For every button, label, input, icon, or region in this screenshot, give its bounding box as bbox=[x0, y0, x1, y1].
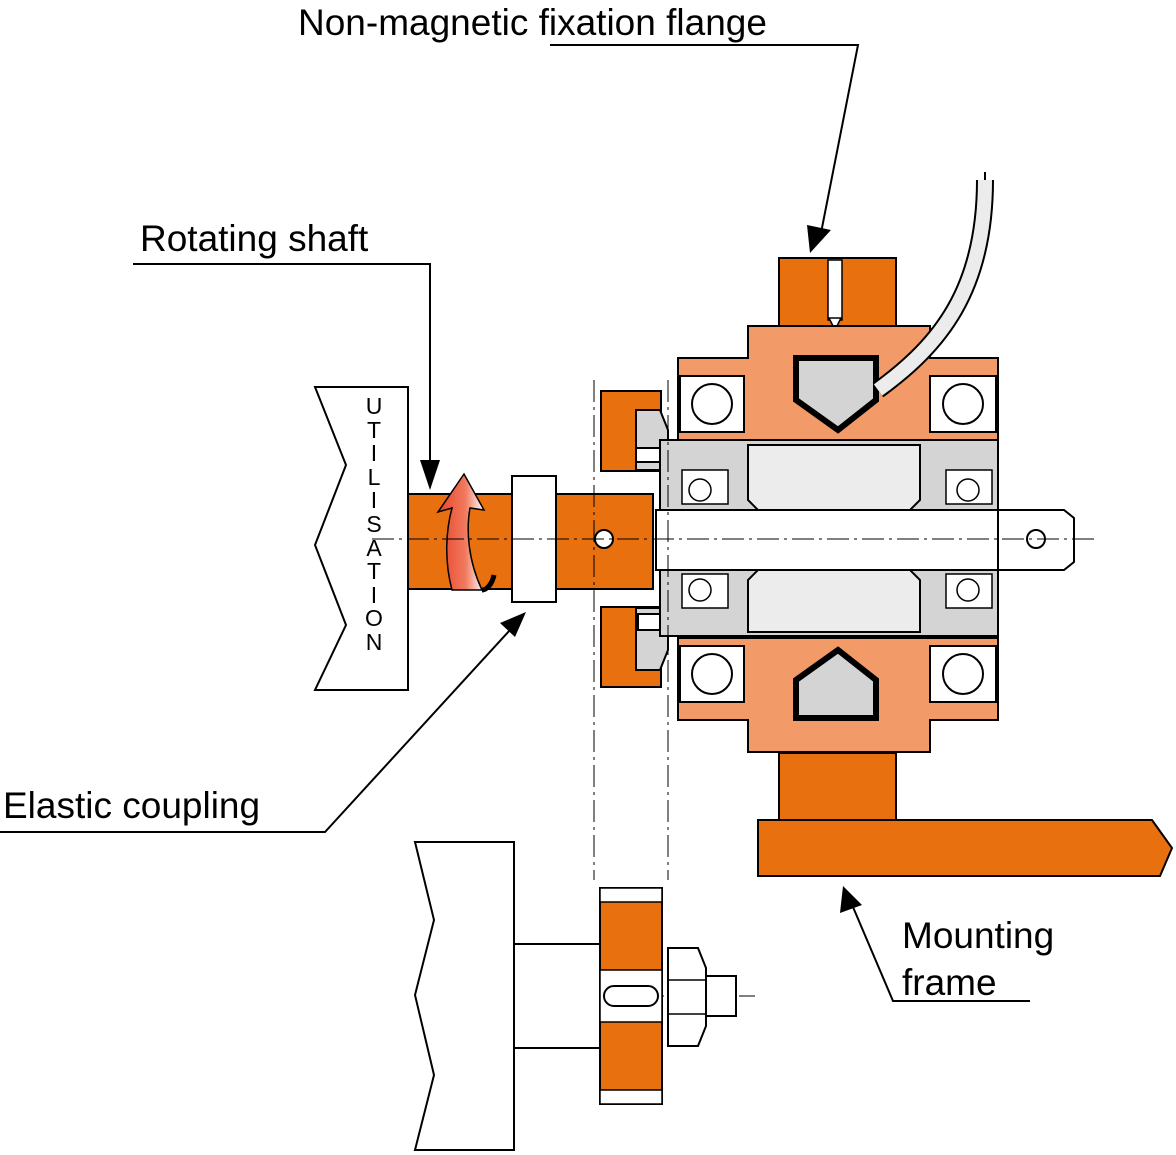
label-flange: Non-magnetic fixation flange bbox=[298, 2, 767, 43]
fixation-flange bbox=[778, 257, 897, 332]
label-rotating-shaft: Rotating shaft bbox=[140, 218, 369, 259]
utilisation-letter: T bbox=[366, 416, 382, 443]
label-mounting-frame: Mounting frame bbox=[902, 912, 1054, 1006]
utilisation-letter: I bbox=[370, 440, 378, 467]
utilisation-letter: I bbox=[370, 581, 378, 608]
utilisation-letter: N bbox=[365, 628, 383, 655]
utilisation-letter: T bbox=[366, 558, 382, 585]
leader-lines bbox=[0, 44, 1030, 1002]
label-elastic-coupling: Elastic coupling bbox=[3, 785, 261, 826]
utilisation-letter: L bbox=[367, 463, 381, 490]
utilisation-letter: S bbox=[366, 510, 382, 537]
utilisation-letter: O bbox=[365, 605, 383, 632]
utilisation-label: U T I L I S A T I O N bbox=[354, 393, 394, 655]
label-mounting-frame-line1: Mounting bbox=[902, 915, 1055, 956]
utilisation-block bbox=[313, 386, 409, 691]
utilisation-letter: I bbox=[370, 487, 378, 514]
utilisation-letter: A bbox=[366, 534, 382, 561]
sensor-shaft bbox=[655, 509, 1075, 571]
cable bbox=[872, 172, 994, 398]
label-mounting-frame-line2: frame bbox=[902, 962, 997, 1003]
rotation-arrow bbox=[436, 472, 497, 593]
mounting-frame bbox=[757, 752, 1174, 877]
bottom-view bbox=[413, 841, 737, 1151]
utilisation-letter: U bbox=[365, 393, 383, 419]
bearings bbox=[679, 375, 997, 703]
leader-arrowheads bbox=[420, 225, 862, 913]
